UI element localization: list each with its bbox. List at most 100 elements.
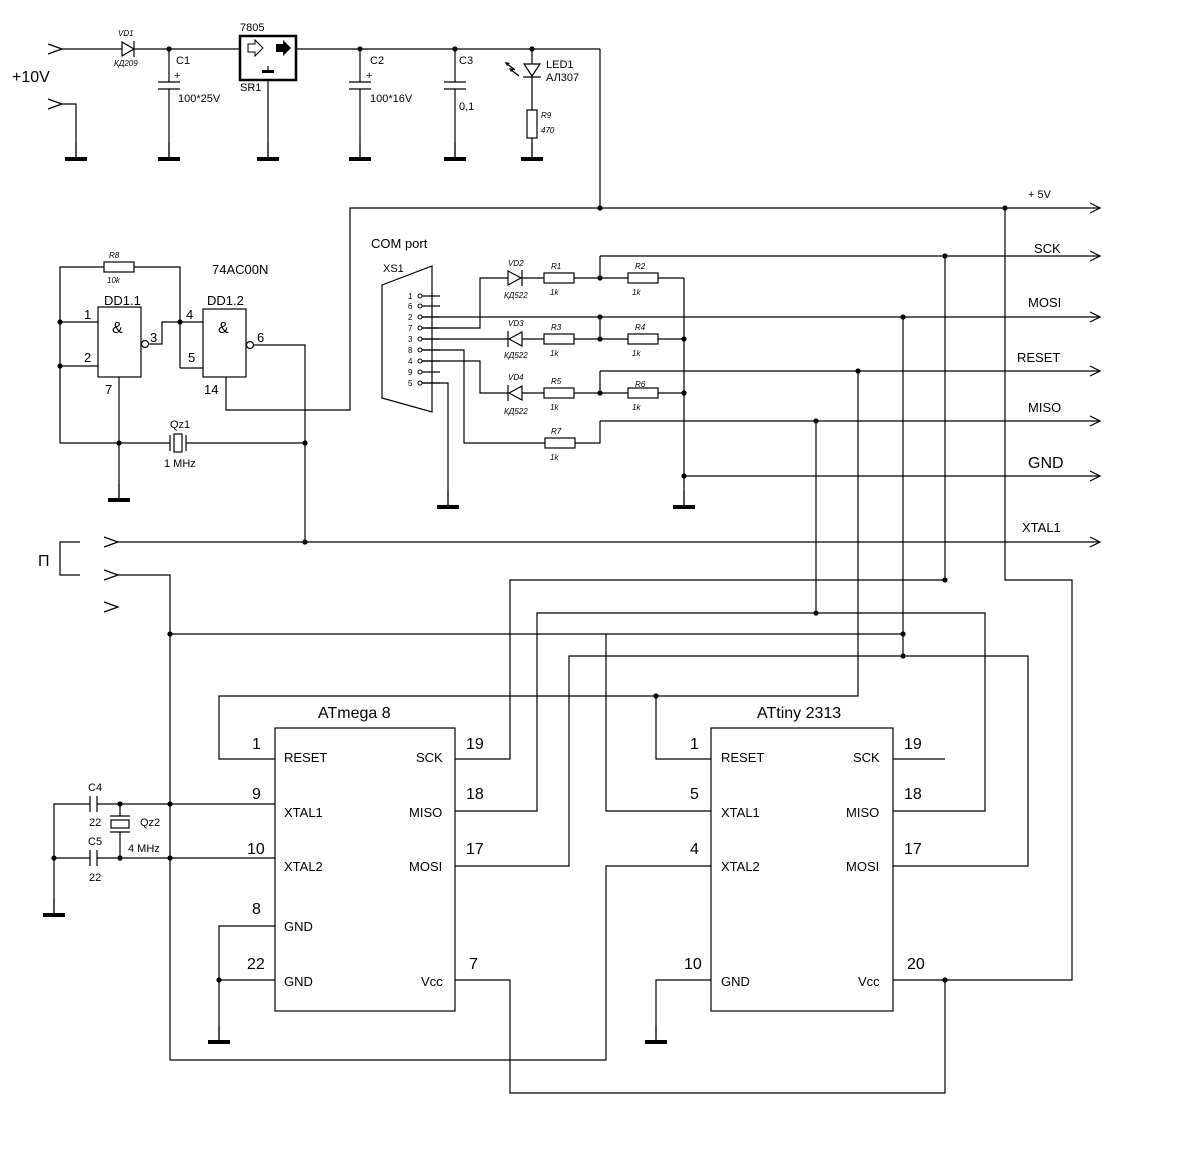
svg-text:&: & [112, 320, 123, 337]
svg-text:R8: R8 [109, 251, 120, 260]
bus-lines: + 5V SCK MOSI RESET MISO GND XTAL1 [118, 189, 1102, 548]
com-pin-label: 2 [408, 313, 413, 322]
svg-text:6: 6 [257, 330, 264, 345]
svg-text:XS1: XS1 [383, 263, 404, 275]
svg-text:4: 4 [186, 307, 193, 322]
svg-text:SR1: SR1 [240, 82, 261, 94]
svg-text:9: 9 [252, 786, 261, 803]
svg-text:4: 4 [690, 841, 699, 858]
svg-text:LED1: LED1 [546, 59, 574, 71]
svg-text:1k: 1k [550, 288, 559, 297]
svg-text:1k: 1k [632, 349, 641, 358]
svg-text:C5: C5 [88, 836, 102, 848]
svg-text:100*25V: 100*25V [178, 93, 221, 105]
svg-text:GND: GND [284, 974, 313, 989]
svg-text:C2: C2 [370, 55, 384, 67]
svg-text:VD4: VD4 [508, 373, 524, 382]
svg-text:C1: C1 [176, 55, 190, 67]
svg-text:C4: C4 [88, 782, 102, 794]
svg-text:1k: 1k [632, 403, 641, 412]
svg-text:MOSI: MOSI [409, 859, 442, 874]
svg-text:10k: 10k [107, 276, 121, 285]
svg-text:R7: R7 [551, 427, 562, 436]
svg-text:П: П [38, 553, 50, 570]
svg-text:RESET: RESET [284, 750, 327, 765]
svg-text:RESET: RESET [721, 750, 764, 765]
com-pin-label: 3 [408, 335, 413, 344]
svg-text:XTAL1: XTAL1 [284, 805, 323, 820]
svg-text:1: 1 [252, 736, 261, 753]
svg-text:5: 5 [690, 786, 699, 803]
svg-text:DD1.2: DD1.2 [207, 293, 244, 308]
svg-text:ATmega 8: ATmega 8 [318, 705, 391, 722]
com-pin-contact [417, 369, 423, 375]
power-supply: +10V VD1 КД209 C1 + 100*25V [12, 22, 601, 208]
svg-text:КД522: КД522 [504, 291, 528, 300]
com-pin-contact [417, 380, 423, 386]
svg-text:7: 7 [105, 382, 112, 397]
com-pin-contact [417, 325, 423, 331]
svg-text:R2: R2 [635, 262, 646, 271]
svg-text:R1: R1 [551, 262, 561, 271]
bus-label-xtal1: XTAL1 [1022, 520, 1061, 535]
diode-vd2: VD2 КД522 [504, 259, 544, 300]
svg-text:&: & [218, 320, 229, 337]
bus-label-miso: MISO [1028, 400, 1061, 415]
resistors-series: R1 1k R3 1k R5 1k R7 1k [543, 262, 576, 462]
svg-text:ATtiny 2313: ATtiny 2313 [757, 705, 841, 722]
svg-text:КД522: КД522 [504, 407, 528, 416]
svg-text:0,1: 0,1 [459, 101, 474, 113]
capacitor-c2: C2 + 100*16V [348, 46, 413, 162]
svg-text:22: 22 [89, 872, 101, 884]
ground-icon [64, 142, 88, 162]
com-pin-contact [417, 347, 423, 353]
svg-text:SCK: SCK [416, 750, 443, 765]
svg-text:1 MHz: 1 MHz [164, 458, 196, 470]
com-pin-label: 9 [408, 368, 413, 377]
svg-text:5: 5 [188, 350, 195, 365]
svg-text:2: 2 [84, 350, 91, 365]
svg-text:АЛ307: АЛ307 [546, 72, 579, 84]
svg-text:C3: C3 [459, 55, 473, 67]
svg-text:17: 17 [904, 841, 922, 858]
bus-label-gnd: GND [1028, 455, 1064, 472]
capacitor-c3: C3 0,1 [443, 46, 474, 162]
svg-text:DD1.1: DD1.1 [104, 293, 141, 308]
svg-text:Vcc: Vcc [421, 974, 443, 989]
bus-label-mosi: MOSI [1028, 295, 1061, 310]
svg-text:10: 10 [684, 956, 702, 973]
com-pin-contact [417, 358, 423, 364]
svg-text:Vcc: Vcc [858, 974, 880, 989]
diode-vd4: VD4 КД522 [504, 373, 544, 416]
svg-text:GND: GND [284, 919, 313, 934]
bus-label-sck: SCK [1034, 241, 1061, 256]
svg-text:1k: 1k [550, 349, 559, 358]
oscillator-74ac00n: 74AC00N R8 10k DD1.1 & 1 2 3 7 DD1.2 & 4… [57, 251, 308, 542]
svg-text:+: + [174, 70, 180, 82]
chip-atmega8: ATmega 8 RESET XTAL1 XTAL2 GND GND SCK M… [170, 256, 1029, 1094]
svg-text:R6: R6 [635, 380, 646, 389]
com-pin-label: 5 [408, 379, 413, 388]
svg-text:74AC00N: 74AC00N [212, 262, 268, 277]
svg-text:MISO: MISO [846, 805, 879, 820]
svg-text:18: 18 [466, 786, 484, 803]
svg-text:R4: R4 [635, 323, 646, 332]
svg-text:1: 1 [84, 307, 91, 322]
led-led1: LED1 АЛ307 R9 470 [505, 46, 579, 162]
clock-switch: П [38, 536, 711, 1061]
svg-text:R3: R3 [551, 323, 562, 332]
svg-text:MISO: MISO [409, 805, 442, 820]
svg-text:7805: 7805 [240, 22, 264, 34]
svg-text:17: 17 [466, 841, 484, 858]
svg-text:MOSI: MOSI [846, 859, 879, 874]
bus-label-reset: RESET [1017, 350, 1060, 365]
svg-text:Qz1: Qz1 [170, 419, 190, 431]
svg-text:8: 8 [252, 901, 261, 918]
svg-text:SCK: SCK [853, 750, 880, 765]
svg-text:22: 22 [247, 956, 265, 973]
input-voltage-label: +10V [12, 69, 50, 86]
chip-attiny2313: ATtiny 2313 RESET XTAL1 XTAL2 GND SCK MI… [605, 208, 1073, 1045]
svg-text:1k: 1k [550, 453, 559, 462]
